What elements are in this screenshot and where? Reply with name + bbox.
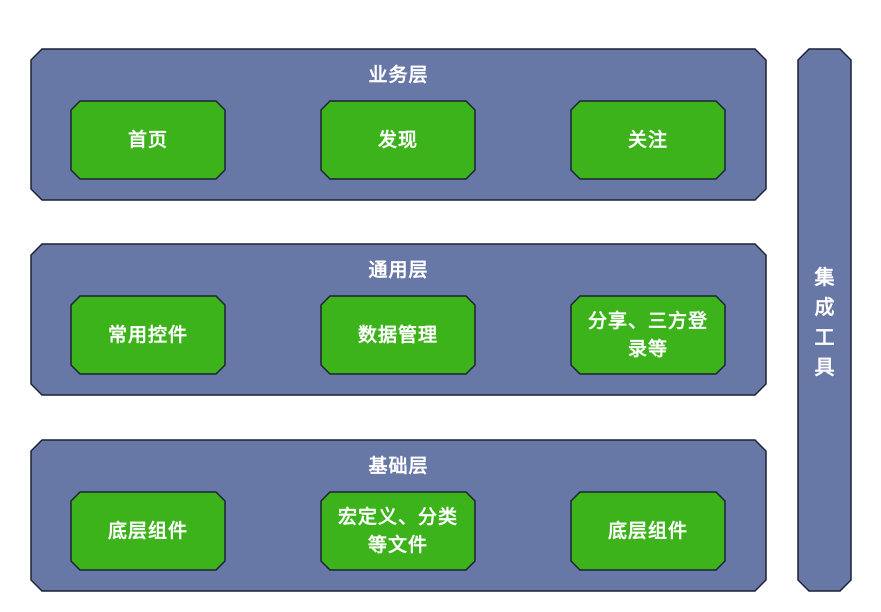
module-label: 数据管理 <box>328 295 468 375</box>
module-share-login: 分享、三方登 录等 <box>570 295 726 375</box>
module-line: 关注 <box>627 129 668 151</box>
module-label: 首页 <box>78 100 218 180</box>
module-label: 宏定义、分类 等文件 <box>328 491 468 571</box>
module-home: 首页 <box>70 100 226 180</box>
module-label: 常用控件 <box>78 295 218 375</box>
layer-common: 通用层 常用控件 数据管理 分享、三方登 录等 <box>30 243 767 396</box>
module-shape <box>320 100 476 180</box>
module-line: 发现 <box>377 129 418 151</box>
module-line: 常用控件 <box>107 324 188 346</box>
module-macros-categories: 宏定义、分类 等文件 <box>320 491 476 571</box>
module-shape <box>570 100 726 180</box>
module-base-components-2: 底层组件 <box>570 491 726 571</box>
layer-foundation: 基础层 底层组件 宏定义、分类 等文件 底层组件 <box>30 439 767 592</box>
side-char: 工 <box>814 325 835 349</box>
module-line: 宏定义、分类 <box>337 506 458 528</box>
module-follow: 关注 <box>570 100 726 180</box>
layer-business-title: 业务层 <box>368 64 429 86</box>
side-char: 具 <box>814 355 835 379</box>
layer-foundation-title: 基础层 <box>368 455 429 477</box>
side-integration-label: 集 成 工 具 <box>797 262 852 382</box>
module-line: 底层组件 <box>107 520 188 542</box>
module-line: 等文件 <box>367 534 428 556</box>
module-shape <box>70 100 226 180</box>
module-label: 发现 <box>328 100 468 180</box>
side-integration-shape <box>797 48 852 592</box>
module-line: 首页 <box>127 129 168 151</box>
module-label: 底层组件 <box>578 491 718 571</box>
module-base-components-1: 底层组件 <box>70 491 226 571</box>
module-label: 分享、三方登 录等 <box>578 295 718 375</box>
module-shape <box>570 295 726 375</box>
module-line: 分享、三方登 <box>587 310 708 332</box>
module-discover: 发现 <box>320 100 476 180</box>
module-shape <box>320 295 476 375</box>
module-shape <box>70 295 226 375</box>
module-shape <box>570 491 726 571</box>
layer-business: 业务层 首页 发现 关注 <box>30 48 767 201</box>
module-shape <box>320 491 476 571</box>
module-shape <box>70 491 226 571</box>
module-label: 关注 <box>578 100 718 180</box>
module-line: 录等 <box>627 338 668 360</box>
module-line: 底层组件 <box>607 520 688 542</box>
side-char: 集 <box>814 265 835 289</box>
side-integration-tools: 集 成 工 具 <box>797 48 852 592</box>
module-data-management: 数据管理 <box>320 295 476 375</box>
module-common-controls: 常用控件 <box>70 295 226 375</box>
module-line: 数据管理 <box>357 324 438 346</box>
layer-common-title: 通用层 <box>368 259 429 281</box>
side-char: 成 <box>814 295 835 319</box>
module-label: 底层组件 <box>78 491 218 571</box>
